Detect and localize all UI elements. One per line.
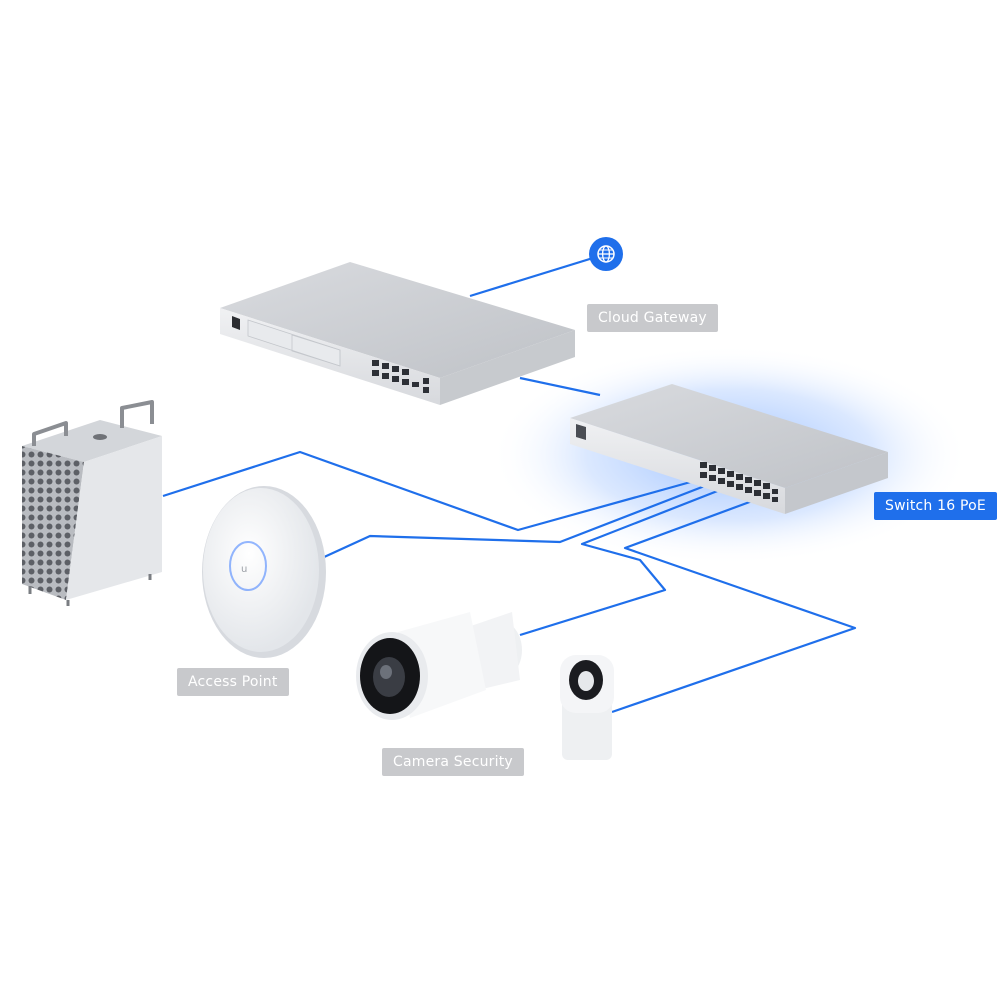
gateway-ports (372, 360, 429, 393)
server-tower-device[interactable] (22, 400, 162, 606)
access-point-label: Access Point (177, 668, 289, 696)
cable-switch-access-point (321, 480, 716, 559)
switch-ports (700, 462, 778, 502)
svg-text:u: u (241, 564, 247, 575)
cable-switch-camera (519, 488, 721, 637)
switch-label: Switch 16 PoE (874, 492, 997, 520)
cable-gateway-internet (469, 252, 607, 298)
camera-security-label: Camera Security (382, 748, 524, 776)
cable-gateway-switch (519, 376, 601, 397)
access-point-device[interactable]: u (202, 486, 326, 658)
cable-switch-server (162, 450, 706, 532)
globe-icon[interactable] (589, 237, 623, 271)
cables (162, 252, 857, 714)
cloud-gateway-device[interactable] (220, 262, 575, 405)
cable-switch-dome-camera (611, 498, 857, 714)
cloud-gateway-label: Cloud Gateway (587, 304, 718, 332)
switch-device[interactable] (570, 384, 888, 514)
dome-camera-device[interactable] (560, 655, 614, 760)
bullet-camera-device[interactable] (356, 612, 522, 720)
